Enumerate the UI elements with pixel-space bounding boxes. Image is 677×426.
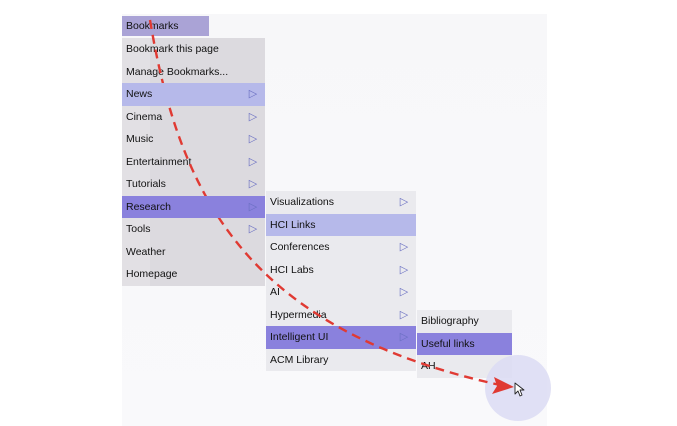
menu-item-intelligent-ui[interactable]: Intelligent UI ▷ bbox=[266, 326, 416, 349]
triangle-right-icon: ▷ bbox=[248, 133, 258, 145]
triangle-right-icon: ▷ bbox=[248, 223, 258, 235]
menu-item-useful-links[interactable]: Useful links bbox=[417, 332, 512, 355]
bookmarks-menu: Bookmark this page Manage Bookmarks... N… bbox=[122, 38, 265, 286]
menu-item-label: Bookmark this page bbox=[126, 43, 219, 55]
menu-item-tutorials[interactable]: Tutorials ▷ bbox=[122, 173, 265, 196]
menu-item-hypermedia[interactable]: Hypermedia ▷ bbox=[266, 304, 416, 327]
menu-item-label: Cinema bbox=[126, 110, 163, 123]
menu-item-research[interactable]: Research ▷ bbox=[122, 195, 265, 218]
menu-item-label: AI bbox=[270, 286, 280, 298]
menu-item-entertainment[interactable]: Entertainment ▷ bbox=[122, 151, 265, 174]
menu-item-label: Tools bbox=[126, 223, 151, 235]
menu-item-visualizations[interactable]: Visualizations ▷ bbox=[266, 191, 416, 214]
menu-item-label: Tutorials bbox=[126, 178, 166, 190]
menu-item-label: HCI Labs bbox=[270, 263, 314, 276]
triangle-right-icon: ▷ bbox=[248, 200, 258, 213]
menu-item-hci-links[interactable]: HCI Links bbox=[266, 213, 416, 236]
menu-item-news[interactable]: News ▷ bbox=[122, 83, 265, 106]
triangle-right-icon: ▷ bbox=[248, 178, 258, 190]
menu-column-shade bbox=[150, 38, 265, 286]
menu-item-label: Weather bbox=[126, 245, 166, 258]
triangle-right-icon: ▷ bbox=[248, 110, 258, 123]
triangle-right-icon: ▷ bbox=[399, 241, 409, 253]
bookmarks-menu-title[interactable]: Bookmarks bbox=[122, 16, 209, 36]
menu-item-acm-library[interactable]: ACM Library bbox=[266, 349, 416, 372]
mouse-pointer-icon bbox=[514, 382, 525, 397]
menu-item-label: Research bbox=[126, 200, 171, 213]
menu-item-tools[interactable]: Tools ▷ bbox=[122, 218, 265, 241]
triangle-right-icon: ▷ bbox=[399, 286, 409, 298]
research-submenu: Visualizations ▷ HCI Links Conferences ▷ H… bbox=[266, 191, 416, 371]
menu-item-music[interactable]: Music ▷ bbox=[122, 128, 265, 151]
menu-item-label: Homepage bbox=[126, 268, 178, 280]
menu-item-manage-bookmarks[interactable]: Manage Bookmarks... bbox=[122, 61, 265, 84]
menu-item-bibliography[interactable]: Bibliography bbox=[417, 310, 512, 333]
menu-item-label: Intelligent UI bbox=[270, 331, 329, 343]
menu-item-conferences[interactable]: Conferences ▷ bbox=[266, 236, 416, 259]
arrowhead-icon bbox=[492, 377, 514, 394]
menu-item-label: Manage Bookmarks... bbox=[126, 65, 229, 78]
menu-item-label: News bbox=[126, 88, 153, 100]
menu-item-weather[interactable]: Weather bbox=[122, 241, 265, 264]
triangle-right-icon: ▷ bbox=[248, 88, 258, 100]
menu-item-label: Music bbox=[126, 133, 154, 145]
triangle-right-icon: ▷ bbox=[399, 196, 409, 208]
triangle-right-icon: ▷ bbox=[399, 308, 409, 321]
menu-item-ai[interactable]: AI ▷ bbox=[266, 281, 416, 304]
menu-item-label: Useful links bbox=[421, 337, 475, 350]
menu-item-label: Hypermedia bbox=[270, 308, 327, 321]
menu-item-homepage[interactable]: Homepage bbox=[122, 263, 265, 286]
triangle-right-icon: ▷ bbox=[399, 263, 409, 276]
menu-item-label: Bibliography bbox=[421, 315, 479, 327]
menu-item-hci-labs[interactable]: HCI Labs ▷ bbox=[266, 259, 416, 282]
menu-item-label: HCI Links bbox=[270, 218, 316, 231]
menu-item-bookmark-this-page[interactable]: Bookmark this page bbox=[122, 38, 265, 61]
menu-item-label: ACM Library bbox=[270, 353, 329, 366]
triangle-right-icon: ▷ bbox=[399, 331, 409, 343]
menu-item-label: Entertainment bbox=[126, 155, 192, 168]
menu-item-label: Conferences bbox=[270, 241, 330, 253]
menu-item-cinema[interactable]: Cinema ▷ bbox=[122, 106, 265, 129]
menu-item-label: Visualizations bbox=[270, 196, 335, 208]
triangle-right-icon: ▷ bbox=[248, 155, 258, 168]
